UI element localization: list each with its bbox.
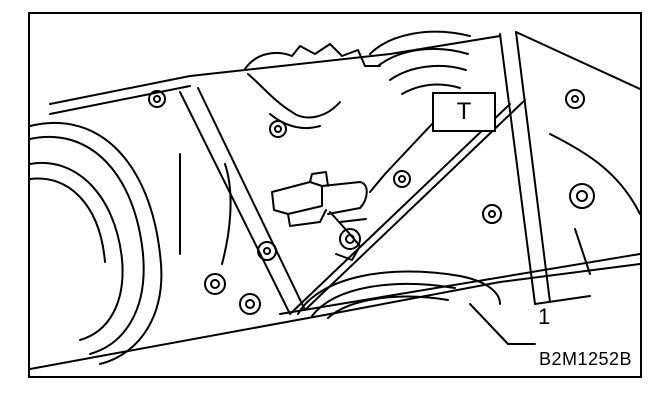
diagram-frame: T 1 B2M1252B (28, 12, 642, 378)
tool-label-box: T (432, 92, 496, 132)
engine-illustration (30, 30, 640, 370)
lower-pulley (297, 270, 501, 319)
cover-details (179, 133, 640, 275)
crank-angle-sensor (271, 171, 368, 261)
tool-label: T (456, 98, 472, 125)
idler-pulley (369, 30, 471, 95)
cover-outline (30, 35, 640, 370)
callout-leader (469, 303, 536, 345)
figure-code: B2M1252B (538, 349, 632, 369)
bolts (148, 89, 595, 315)
belt-guide (499, 31, 640, 305)
crank-pulley (30, 121, 163, 365)
timing-belt (179, 87, 526, 315)
cam-sprocket (244, 43, 381, 130)
callout-number: 1 (538, 304, 551, 329)
tool-leader (369, 123, 433, 193)
